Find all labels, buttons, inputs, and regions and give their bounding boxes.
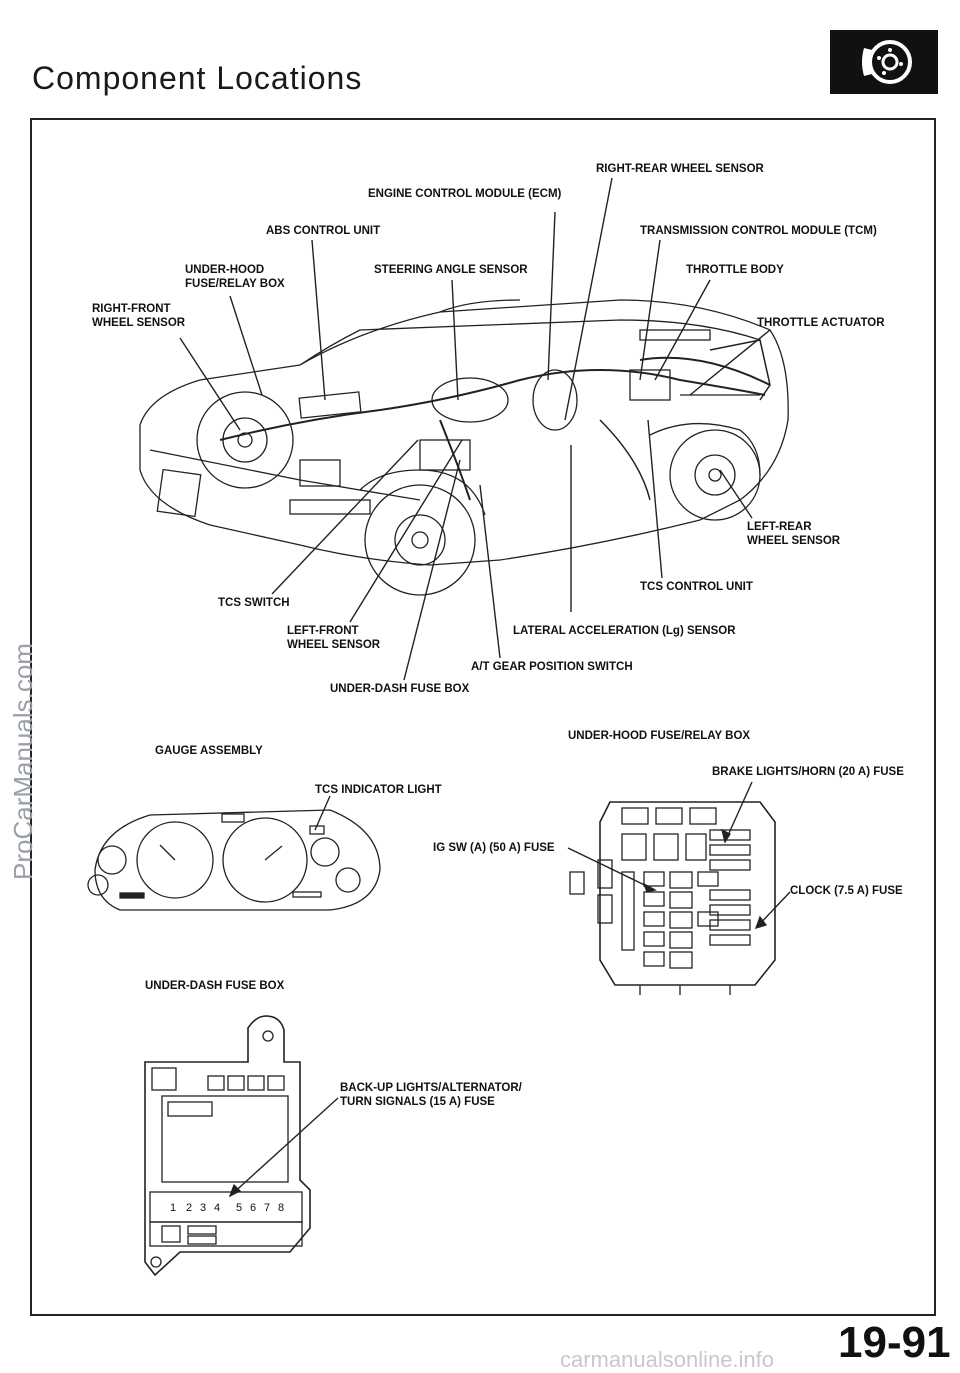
label-at-gear-position-switch: A/T GEAR POSITION SWITCH: [471, 661, 633, 673]
label-left-rear-wheel-sensor: LEFT-REAR WHEEL SENSOR: [747, 521, 841, 547]
footer-watermark: carmanualsonline.info: [560, 1347, 775, 1372]
side-watermark: ProCarManuals.com: [8, 643, 38, 880]
fuse-number-5: 5: [236, 1202, 242, 1214]
label-under-hood-fuse-relay-box: UNDER-HOOD FUSE/RELAY BOX: [185, 264, 285, 290]
label-right-front-wheel-sensor: RIGHT-FRONT WHEEL SENSOR: [92, 303, 186, 329]
label-lateral-acceleration-sensor: LATERAL ACCELERATION (Lg) SENSOR: [513, 625, 736, 637]
diagram-frame: [30, 118, 936, 1316]
label-throttle-body: THROTTLE BODY: [686, 264, 784, 276]
label-throttle-actuator: THROTTLE ACTUATOR: [757, 317, 885, 329]
page-number: 19-91: [838, 1318, 951, 1367]
fuse-number-7: 7: [264, 1202, 270, 1214]
label-under-hood-fuse-relay-box-detail: UNDER-HOOD FUSE/RELAY BOX: [568, 730, 751, 742]
under-hood-fuse-box-illustration: [569, 801, 776, 995]
label-ig-sw-fuse: IG SW (A) (50 A) FUSE: [433, 842, 555, 854]
label-clock-fuse: CLOCK (7.5 A) FUSE: [790, 885, 903, 897]
label-steering-angle-sensor: STEERING ANGLE SENSOR: [374, 264, 528, 276]
under-hood-leader-lines: [567, 781, 791, 929]
label-under-dash-fuse-box-detail: UNDER-DASH FUSE BOX: [145, 980, 285, 992]
car-leader-lines: [179, 177, 771, 681]
page-title: Component Locations: [32, 60, 363, 96]
fuse-number-1: 1: [170, 1202, 176, 1214]
fuse-number-6: 6: [250, 1202, 256, 1214]
fuse-number-2: 2: [186, 1202, 192, 1214]
gauge-assembly-illustration: [87, 809, 381, 911]
label-abs-control-unit: ABS CONTROL UNIT: [266, 225, 381, 237]
label-engine-control-module: ENGINE CONTROL MODULE (ECM): [368, 188, 562, 200]
label-left-front-wheel-sensor: LEFT-FRONT WHEEL SENSOR: [287, 625, 381, 651]
label-right-rear-wheel-sensor: RIGHT-REAR WHEEL SENSOR: [596, 163, 764, 175]
label-gauge-assembly: GAUGE ASSEMBLY: [155, 745, 263, 757]
label-backup-lights-fuse: BACK-UP LIGHTS/ALTERNATOR/ TURN SIGNALS …: [340, 1082, 522, 1108]
car-illustration: [139, 299, 789, 596]
fuse-number-4: 4: [214, 1202, 220, 1214]
label-transmission-control-module: TRANSMISSION CONTROL MODULE (TCM): [640, 225, 877, 237]
disc-brake-icon: [830, 30, 938, 94]
label-tcs-switch: TCS SWITCH: [218, 597, 290, 609]
label-brake-lights-horn-fuse: BRAKE LIGHTS/HORN (20 A) FUSE: [712, 766, 904, 778]
label-tcs-control-unit: TCS CONTROL UNIT: [640, 581, 753, 593]
under-dash-fuse-box-illustration: [144, 1015, 311, 1277]
label-tcs-indicator-light: TCS INDICATOR LIGHT: [315, 784, 442, 796]
label-under-dash-fuse-box: UNDER-DASH FUSE BOX: [330, 683, 470, 695]
fuse-number-8: 8: [278, 1202, 284, 1214]
under-dash-fuse-numbers: 1 2 3 4 5 6 7 8: [170, 1202, 284, 1214]
fuse-number-3: 3: [200, 1202, 206, 1214]
